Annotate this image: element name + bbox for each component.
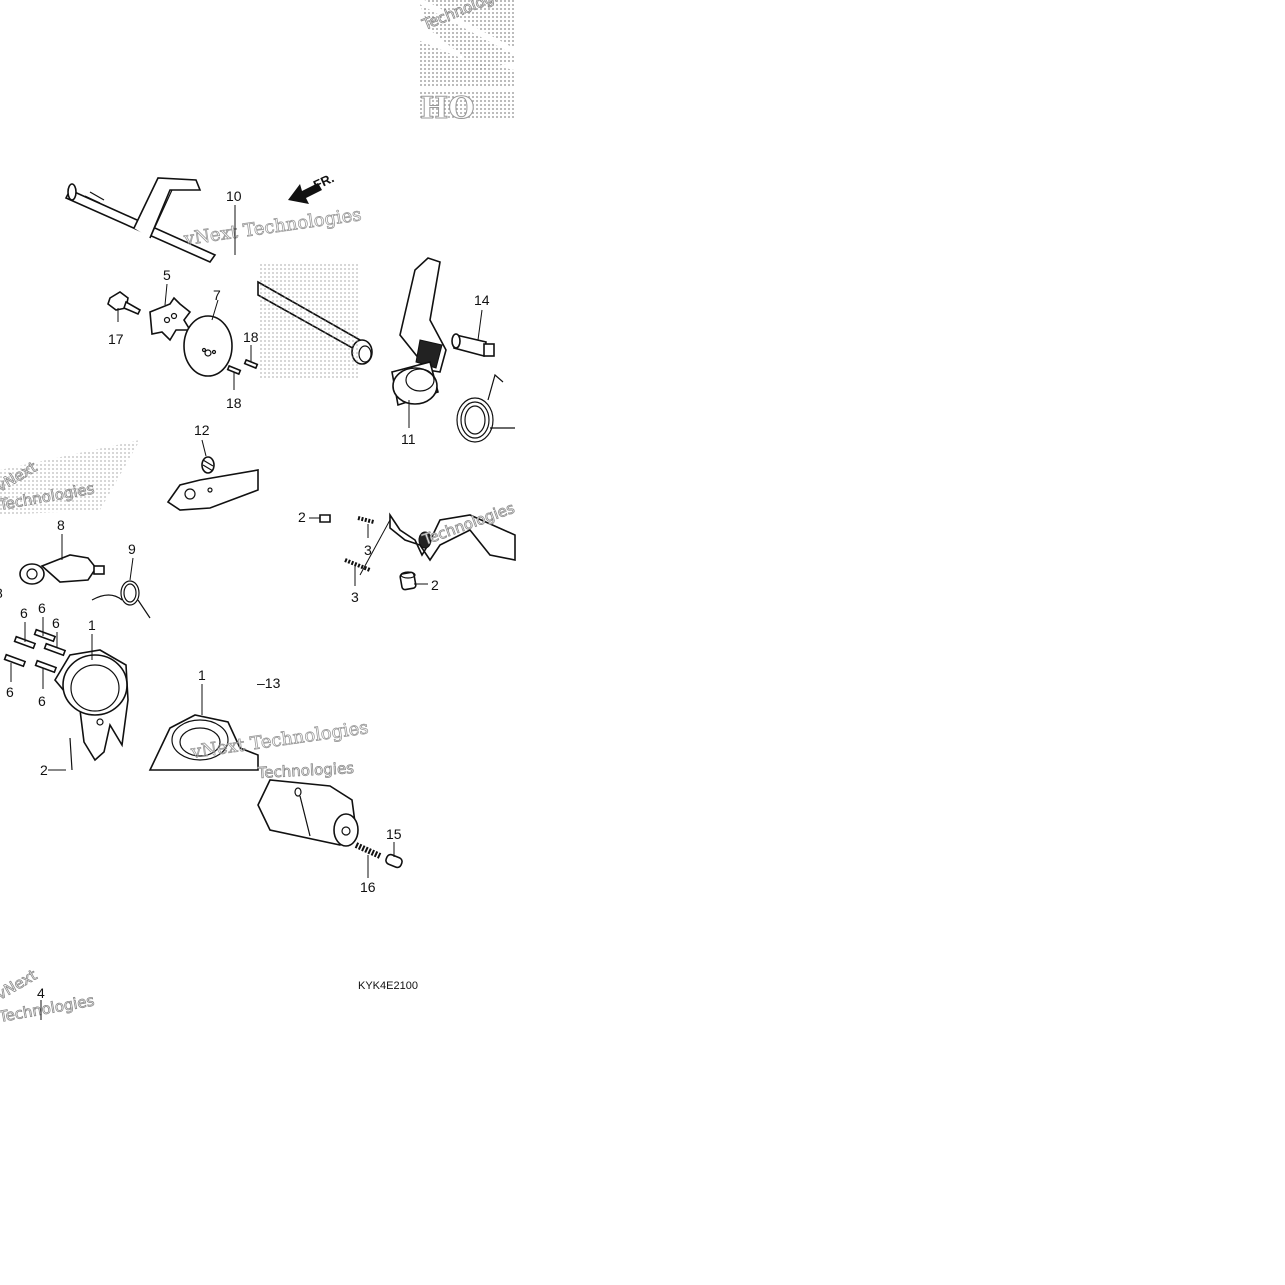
shift-arm (391, 257, 447, 407)
callout-labels: 10 5 7 17 18 18 14 11 12 8 9 3 3 2 2 2 6… (0, 188, 490, 1001)
callout-10: 10 (226, 188, 242, 204)
callout-8: 8 (57, 517, 65, 533)
callout-1-right: 1 (198, 667, 206, 683)
callout-3-top: 3 (364, 542, 372, 558)
shift-fork-left (54, 649, 129, 771)
detent-springs (344, 516, 375, 572)
callout-6-b: 6 (38, 600, 46, 616)
stopper-arm (166, 469, 259, 511)
neutral-pin (385, 853, 403, 869)
callout-12: 12 (194, 422, 210, 438)
callout-7: 7 (213, 287, 221, 303)
logo-text: HO (420, 91, 474, 126)
callout-6-a: 6 (20, 605, 28, 621)
callout-2-topcut: 2 (298, 509, 306, 525)
fork-pin (319, 514, 417, 591)
callout-14: 14 (474, 292, 490, 308)
callout-18-top: 18 (243, 329, 259, 345)
callout-2-leftcut: 2 (40, 762, 48, 778)
callout-17: 17 (108, 331, 124, 347)
leader-lines (10, 205, 483, 1020)
dowel-pins (226, 358, 259, 376)
gearshift-spindle (64, 177, 217, 263)
callout-1-left: 1 (88, 617, 96, 633)
callout-5: 5 (163, 267, 171, 283)
front-direction-arrow: FR. (288, 170, 336, 204)
callout-3-bottom: 3 (351, 589, 359, 605)
pivot-bolt (451, 333, 495, 358)
callout-11: 11 (401, 431, 416, 447)
direction-label: FR. (311, 170, 336, 192)
callout-9: 9 (128, 541, 136, 557)
shift-drum (257, 779, 359, 847)
return-spring (456, 373, 515, 443)
pawl-spring (91, 580, 151, 619)
callout-6-e: 6 (38, 693, 46, 709)
watermark-8: vNext (0, 966, 40, 1004)
watermark-7: Technologies (0, 991, 96, 1026)
watermarks: vNext Technologies Technologies vNext Te… (0, 204, 517, 1027)
honda-wing-logo: HO Technologies (416, 0, 517, 127)
callout-8-leftcut: 8 (0, 585, 3, 601)
watermark-1: vNext Technologies (182, 204, 363, 250)
callout-6-d: 6 (6, 684, 14, 700)
shift-fork-center (389, 512, 516, 562)
callout-15: 15 (386, 826, 402, 842)
shift-drum-stopper-plate (149, 296, 192, 342)
neutral-spring (354, 842, 382, 859)
drum-center-plate (183, 315, 233, 377)
callout-6-c: 6 (52, 615, 60, 631)
watermark-6: Technologies (256, 759, 354, 782)
shift-pawl-arm (19, 554, 105, 585)
callout-2-right: 2 (431, 577, 439, 593)
callout-18-bottom: 18 (226, 395, 242, 411)
callout-16: 16 (360, 879, 376, 895)
callout-4: 4 (37, 985, 45, 1001)
diagram-code: KYK4E2100 (358, 980, 418, 992)
socket-bolt (107, 291, 142, 316)
shift-fork-right (148, 714, 259, 771)
callout-13: –13 (257, 675, 281, 691)
stopper-spring (201, 456, 215, 474)
guide-pins (3, 628, 67, 674)
